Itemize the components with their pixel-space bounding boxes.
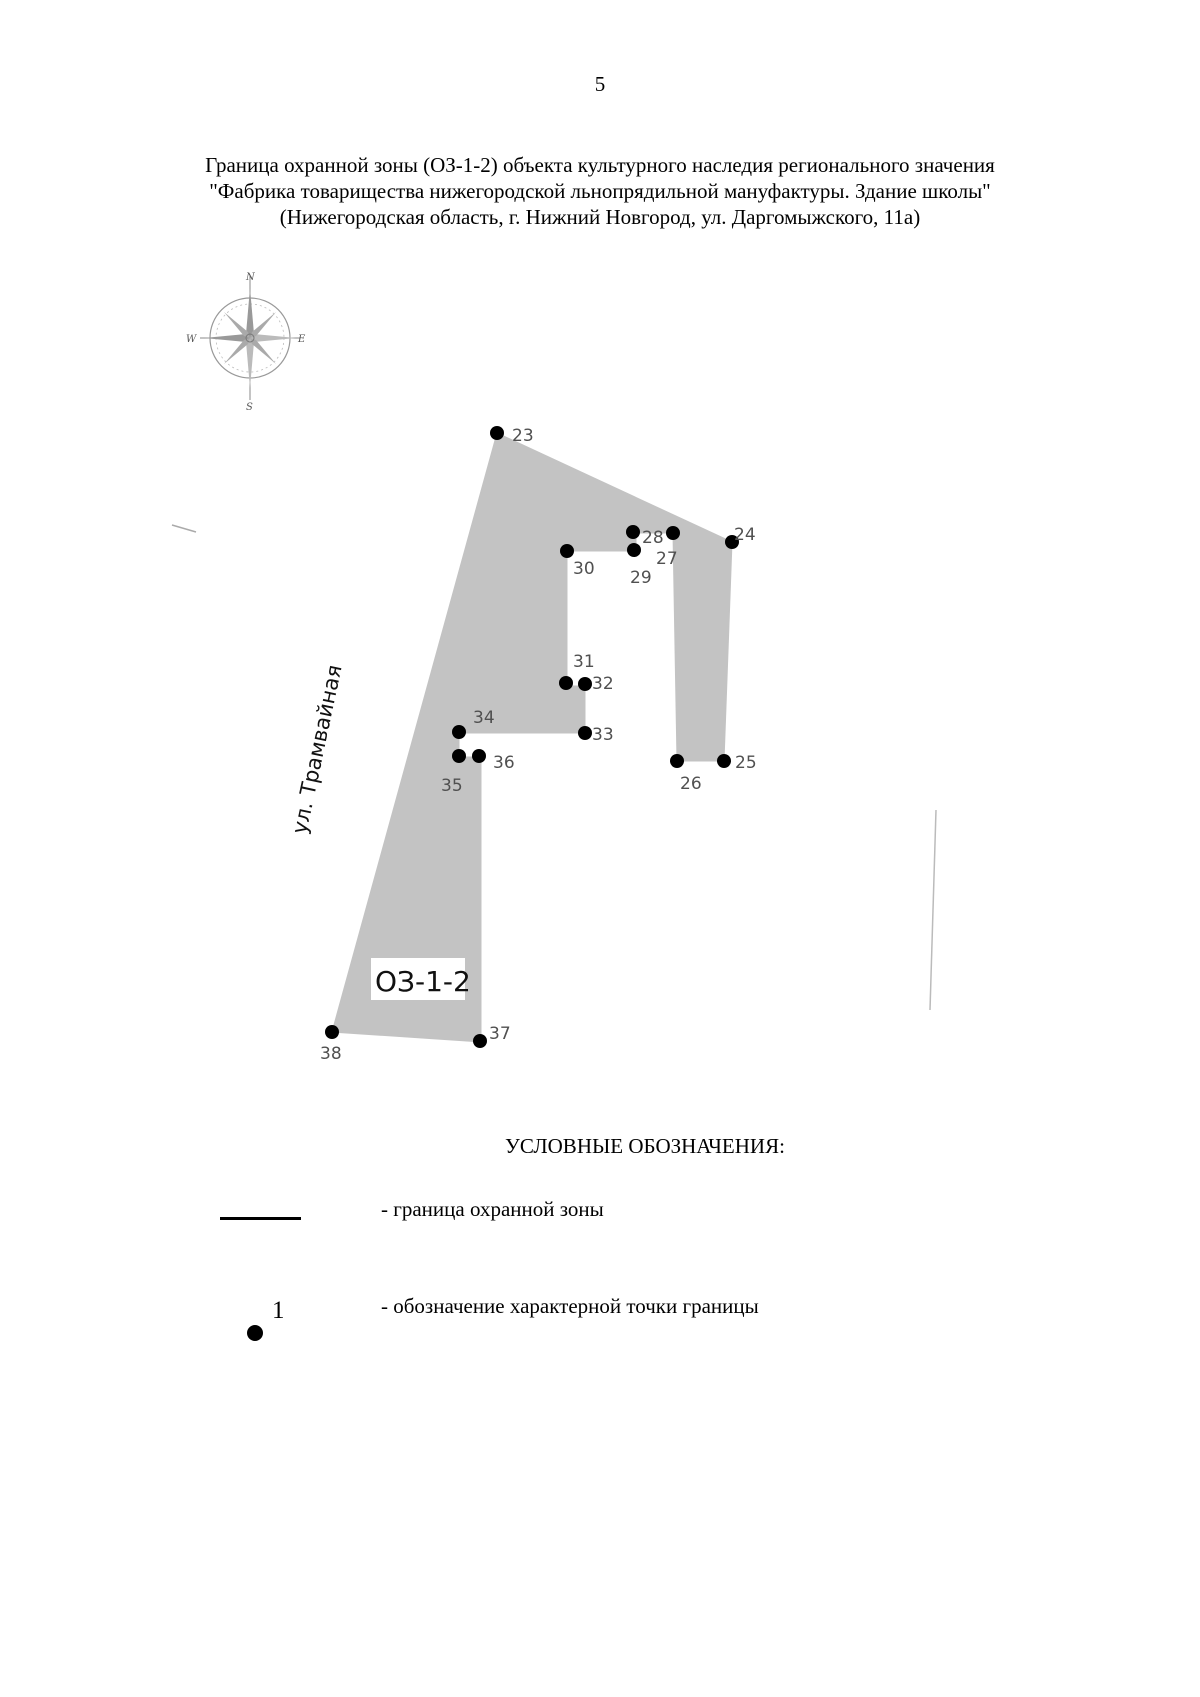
- boundary-point-label-27: 27: [656, 549, 678, 569]
- boundary-point-24: [725, 535, 739, 549]
- background-line: [929, 809, 937, 1011]
- boundary-point-label-33: 33: [592, 725, 614, 745]
- boundary-point-28: [626, 525, 640, 539]
- boundary-point-31: [559, 676, 573, 690]
- boundary-point-label-32: 32: [592, 674, 614, 694]
- zone-label: ОЗ-1-2: [375, 965, 471, 998]
- compass-rose-icon: N S W E: [186, 272, 306, 413]
- boundary-point-26: [670, 754, 684, 768]
- boundary-point-32: [578, 677, 592, 691]
- boundary-point-27: [666, 526, 680, 540]
- boundary-point-36: [472, 749, 486, 763]
- legend-point-text: - обозначение характерной точки границы: [381, 1294, 759, 1318]
- boundary-point-38: [325, 1025, 339, 1039]
- boundary-point-37: [473, 1034, 487, 1048]
- boundary-point-label-38: 38: [320, 1044, 342, 1064]
- boundary-line-symbol: [220, 1217, 301, 1220]
- boundary-point-label-24: 24: [734, 525, 756, 545]
- boundary-point-label-30: 30: [573, 559, 595, 579]
- boundary-point-35: [452, 749, 466, 763]
- legend-boundary-text: - граница охранной зоны: [381, 1197, 604, 1221]
- title-line-3: (Нижегородская область, г. Нижний Новгор…: [279, 205, 921, 229]
- document-title: Граница охранной зоны (ОЗ-1-2) объекта к…: [100, 152, 1100, 230]
- boundary-point-label-37: 37: [489, 1024, 511, 1044]
- boundary-point-23: [490, 426, 504, 440]
- compass-e: E: [297, 334, 306, 345]
- title-line-2: "Фабрика товарищества нижегородской льно…: [209, 179, 991, 203]
- boundary-point-30: [560, 544, 574, 558]
- boundary-point-label-29: 29: [630, 568, 652, 588]
- boundary-point-33: [578, 726, 592, 740]
- page-number: 5: [594, 72, 606, 96]
- boundary-point-label-26: 26: [680, 774, 702, 794]
- protection-zone-polygon: [331, 432, 733, 1043]
- background-line: [171, 524, 197, 533]
- compass-s: S: [246, 402, 253, 413]
- compass-w: W: [186, 334, 197, 345]
- street-label: ул. Трамвайная: [287, 663, 346, 836]
- boundary-point-25: [717, 754, 731, 768]
- boundary-point-label-23: 23: [512, 426, 534, 446]
- point-symbol-number: 1: [272, 1297, 285, 1324]
- boundary-point-34: [452, 725, 466, 739]
- title-line-1: Граница охранной зоны (ОЗ-1-2) объекта к…: [205, 153, 995, 177]
- point-symbol-icon: [247, 1325, 263, 1341]
- compass-n: N: [245, 272, 256, 283]
- zone-label-box: [371, 958, 465, 1000]
- boundary-point-label-34: 34: [473, 708, 495, 728]
- boundary-point-label-25: 25: [735, 753, 757, 773]
- boundary-point-label-35: 35: [441, 776, 463, 796]
- boundary-point-label-36: 36: [493, 753, 515, 773]
- boundary-point-label-28: 28: [642, 528, 664, 548]
- legend-title: УСЛОВНЫЕ ОБОЗНАЧЕНИЯ:: [505, 1134, 785, 1158]
- boundary-point-29: [627, 543, 641, 557]
- boundary-point-label-31: 31: [573, 652, 595, 672]
